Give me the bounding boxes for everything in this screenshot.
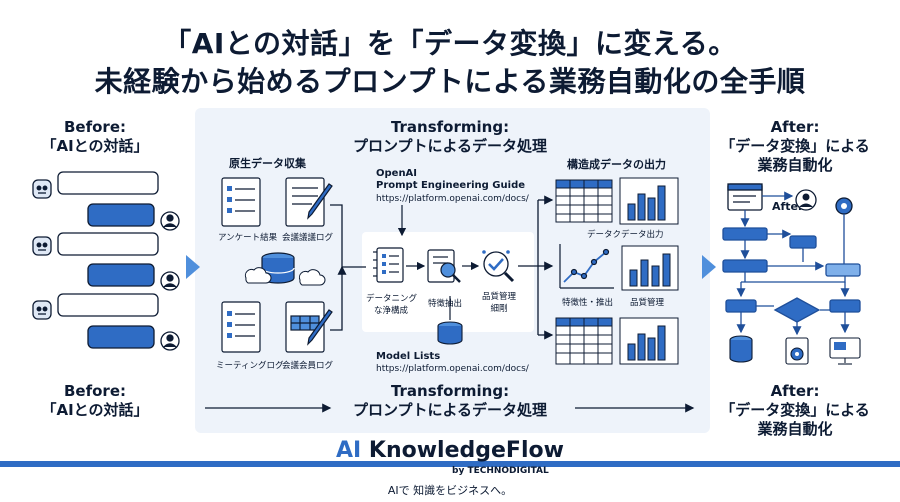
bar-chart-icon (619, 317, 679, 365)
database-icon (729, 335, 753, 363)
chat-avatar-bot-icon (32, 179, 52, 199)
checklist-notebook-icon (373, 247, 404, 283)
chevron-right-icon (186, 255, 200, 279)
cloud-icon (298, 269, 326, 286)
model-lists-name: Model Lists (376, 351, 441, 362)
chat-bubble-blue (87, 263, 155, 287)
brand-by: by TECHNODIGITAL (452, 466, 549, 476)
user-avatar-icon (160, 211, 180, 231)
doc-label-member-log: 会議会員ログ (282, 361, 334, 371)
transforming-header: Transforming:プロンプトによるデータ処理 (352, 118, 548, 155)
gear-document-icon (785, 337, 809, 365)
before-header: Before:「AIとの対話」 (41, 118, 149, 155)
table-icon (555, 317, 613, 365)
step-cleaning-label: データニングな浄構成 (366, 294, 418, 316)
after-footer: After:「データ変換」による業務自動化 (720, 382, 870, 438)
output-label-feature: 特徴性・推出 (562, 298, 614, 308)
main-title-line1: 「AIとの対話」を「データ変換」に変える。 (163, 27, 737, 60)
before-footer: Before:「AIとの対話」 (41, 382, 149, 419)
chat-avatar-bot-icon (32, 236, 52, 256)
quality-magnifier-icon (482, 250, 515, 283)
gear-icon (835, 197, 853, 215)
chevron-right-icon (702, 255, 716, 279)
model-lists-url[interactable]: https://platform.openai.com/docs/ (376, 364, 529, 374)
doc-label-meeting-log: ミーティングログ (216, 361, 284, 371)
chat-bubble-white (57, 293, 159, 317)
user-avatar-icon (160, 331, 180, 351)
step-feature-label: 特徴抽出 (427, 299, 462, 309)
table-icon (555, 179, 613, 223)
brand-tagline: AIで 知識をビジネスへ。 (387, 484, 513, 497)
magnifier-document-icon (427, 249, 461, 283)
user-avatar-icon (160, 271, 180, 291)
document-icon (221, 177, 261, 227)
transforming-footer: Transforming:プロンプトによるデータ処理 (352, 382, 548, 419)
after-header: After:「データ変換」による業務自動化 (720, 118, 870, 174)
chat-avatar-bot-icon (32, 300, 52, 320)
monitor-icon (829, 337, 861, 365)
chat-bubble-blue (87, 325, 155, 349)
chat-bubble-white (57, 232, 159, 256)
after-flowchart (722, 183, 861, 336)
cloud-icon (244, 267, 272, 284)
openai-guide: Prompt Engineering Guide (376, 180, 526, 191)
line-chart-icon (559, 244, 614, 289)
user-avatar-icon (795, 189, 817, 211)
main-title-line2: 未経験から始めるプロンプトによる業務自動化の全手順 (94, 65, 806, 98)
output-label-quality: 品質管理 (630, 298, 665, 308)
step-quality-label: 品質管理細剛 (481, 292, 516, 314)
spreadsheet-pen-icon (285, 301, 333, 353)
doc-label-survey: アンケート結果 (218, 233, 278, 243)
openai-name: OpenAI (376, 168, 418, 179)
output-label-data: データクデータ出力 (587, 230, 664, 240)
openai-url[interactable]: https://platform.openai.com/docs/ (376, 194, 529, 204)
document-pen-icon (285, 177, 333, 227)
brand-logo: AI KnowledgeFlow (0, 438, 900, 463)
document-icon (221, 301, 261, 353)
bar-chart-icon (621, 245, 679, 291)
doc-label-meeting: 会議議議ログ (282, 233, 334, 243)
brand-prefix: AI (336, 438, 362, 463)
bar-chart-icon (619, 177, 679, 225)
chat-bubble-blue (87, 203, 155, 227)
chat-bubble-white (57, 171, 159, 195)
merge-bracket (330, 204, 366, 331)
chat-column (32, 171, 180, 351)
raw-data-title: 原生データ収集 (229, 157, 306, 170)
footer-accent-bar (0, 461, 900, 467)
output-title: 構造成データの出力 (567, 158, 666, 171)
brand-name: KnowledgeFlow (361, 438, 564, 463)
output-fan (518, 200, 539, 335)
database-icon (437, 321, 463, 345)
